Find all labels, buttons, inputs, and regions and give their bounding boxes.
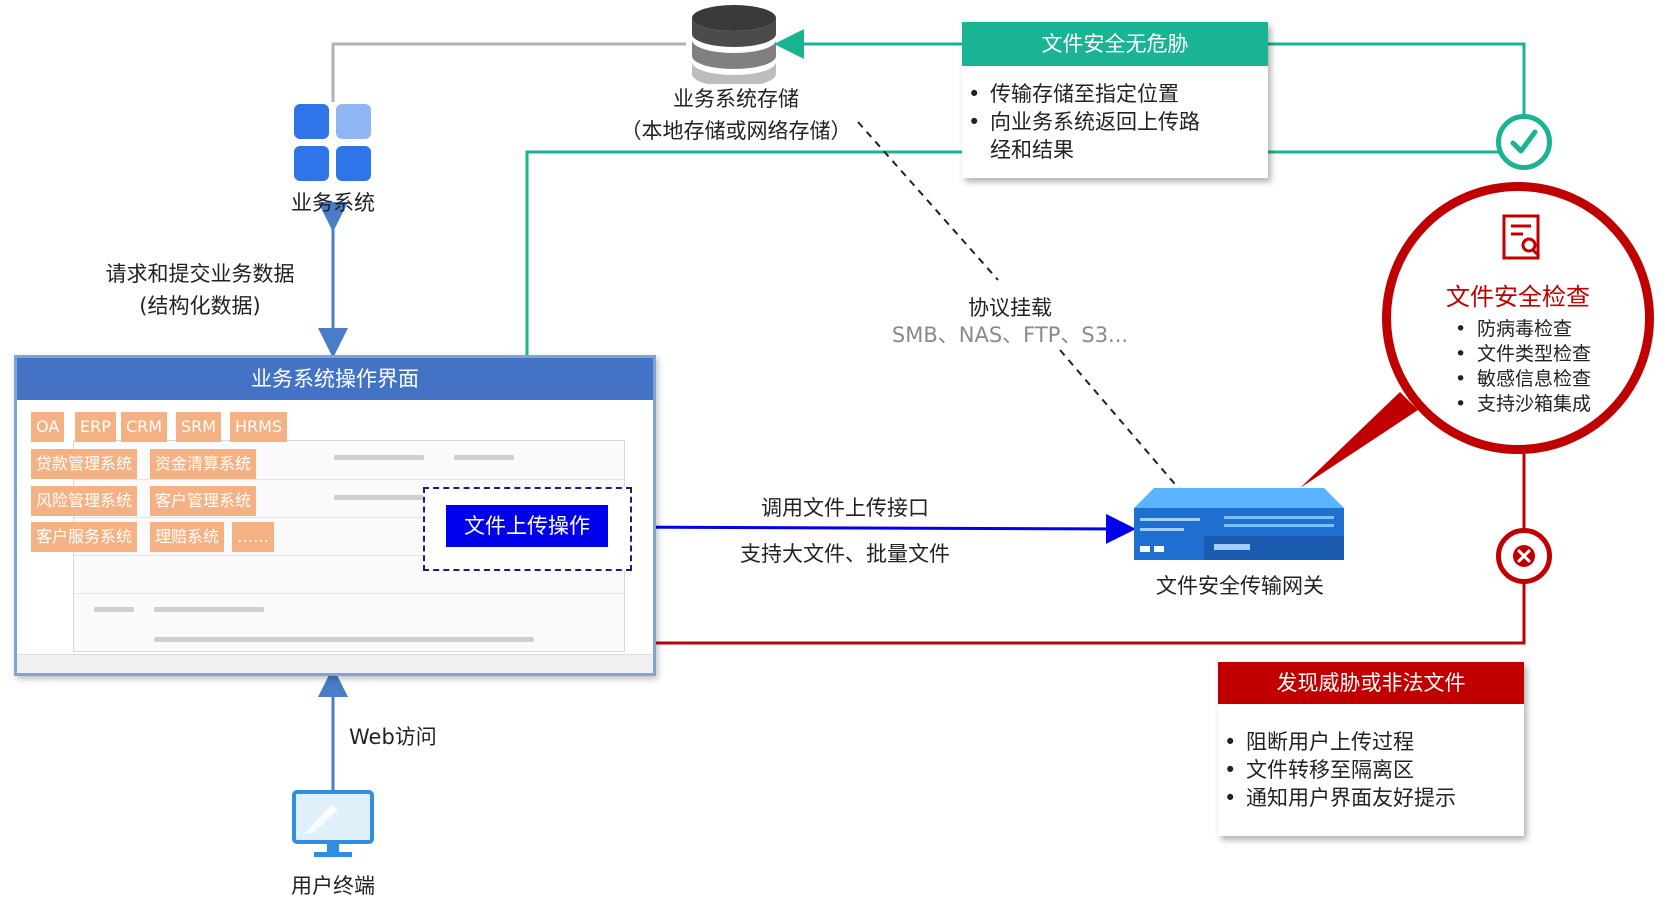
storage-link-line — [331, 42, 686, 102]
chip-risk[interactable]: 风险管理系统 — [31, 486, 138, 516]
ui-window-footer — [17, 654, 653, 673]
pass-check-icon — [1496, 114, 1552, 170]
chip-claims[interactable]: 理赔系统 — [150, 522, 225, 552]
chip-erp[interactable]: ERP — [75, 412, 116, 442]
storage-node — [690, 4, 778, 87]
chip-hrms[interactable]: HRMS — [230, 412, 288, 442]
upload-call-arrow — [607, 513, 1136, 544]
threat-item-1: 阻断用户上传过程 — [1224, 728, 1524, 756]
safe-item-3: 经和结果 — [990, 138, 1074, 162]
chip-clearing[interactable]: 资金清算系统 — [150, 449, 257, 479]
check-item-2: 文件类型检查 — [1451, 342, 1591, 367]
document-search-icon — [1501, 213, 1545, 263]
safe-item-2: 向业务系统返回上传路 — [968, 108, 1268, 136]
threat-path-line — [512, 454, 1526, 645]
chip-srm[interactable]: SRM — [176, 412, 222, 442]
threat-result-title: 发现威胁或非法文件 — [1218, 662, 1524, 704]
security-check-title: 文件安全检查 — [1446, 283, 1590, 311]
protocol-mount-line-lower — [1059, 349, 1181, 491]
protocol-mount-line — [857, 121, 999, 281]
chip-oa[interactable]: OA — [31, 412, 65, 442]
ui-window-title: 业务系统操作界面 — [17, 358, 653, 400]
safe-result-box: 文件安全无危胁 传输存储至指定位置 向业务系统返回上传路 经和结果 — [962, 22, 1268, 178]
chip-more[interactable]: …… — [232, 522, 274, 552]
database-icon — [692, 5, 776, 87]
threat-item-2: 文件转移至隔离区 — [1224, 756, 1524, 784]
reject-icon — [1496, 528, 1552, 584]
chip-crm[interactable]: CRM — [121, 412, 168, 442]
terminal-label: 用户终端 — [291, 874, 375, 898]
chip-loan[interactable]: 贷款管理系统 — [31, 449, 138, 479]
check-item-1: 防病毒检查 — [1451, 317, 1591, 342]
upload-button[interactable]: 文件上传操作 — [446, 505, 608, 547]
business-system-icon — [294, 104, 372, 182]
business-system-label: 业务系统 — [291, 191, 375, 215]
check-item-4: 支持沙箱集成 — [1451, 392, 1591, 417]
security-check-circle: 文件安全检查 防病毒检查 文件类型检查 敏感信息检查 支持沙箱集成 — [1382, 182, 1654, 454]
safe-item-1: 传输存储至指定位置 — [968, 80, 1268, 108]
safe-result-title: 文件安全无危胁 — [962, 22, 1268, 66]
threat-result-box: 发现威胁或非法文件 阻断用户上传过程 文件转移至隔离区 通知用户界面友好提示 — [1218, 662, 1524, 836]
storage-label: 业务系统存储 （本地存储或网络存储） — [620, 87, 852, 143]
gateway-icon — [1134, 488, 1344, 560]
threat-item-3: 通知用户界面友好提示 — [1224, 784, 1524, 812]
call-interface-label: 调用文件上传接口 — [761, 496, 929, 520]
gateway-label: 文件安全传输网关 — [1156, 574, 1324, 598]
chip-service[interactable]: 客户服务系统 — [31, 522, 138, 552]
chip-customer[interactable]: 客户管理系统 — [150, 486, 257, 516]
callout-pointer — [1300, 392, 1418, 488]
request-label: 请求和提交业务数据 (结构化数据) — [105, 262, 295, 318]
monitor-icon — [292, 790, 374, 858]
batch-file-label: 支持大文件、批量文件 — [740, 542, 950, 566]
protocol-label: 协议挂载 — [968, 296, 1052, 320]
web-access-label: Web访问 — [349, 725, 437, 749]
gateway-device — [1134, 484, 1344, 560]
check-item-3: 敏感信息检查 — [1451, 367, 1591, 392]
protocol-list: SMB、NAS、FTP、S3... — [891, 323, 1129, 347]
